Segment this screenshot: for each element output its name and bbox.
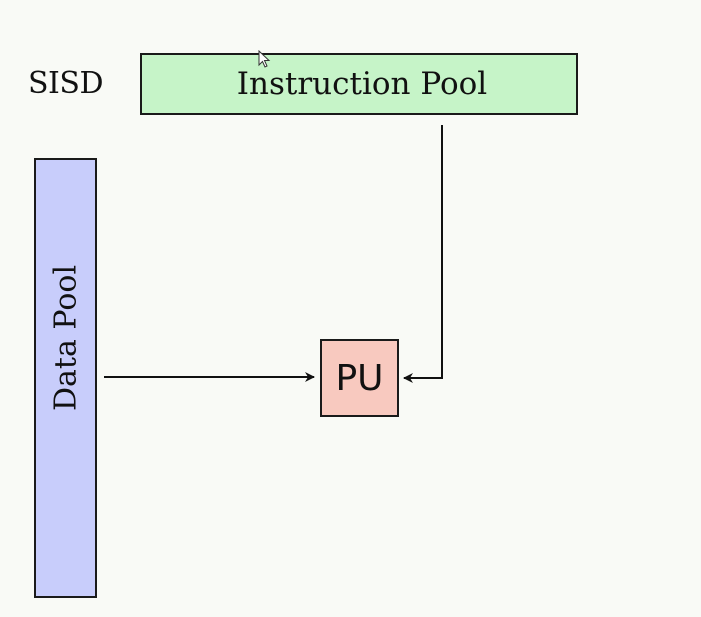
data-pool-box: Data Pool (34, 158, 97, 598)
mouse-cursor-icon (258, 50, 271, 68)
processing-unit-label: PU (335, 357, 384, 399)
instruction-pool-box: Instruction Pool (140, 53, 578, 115)
instruction-to-pu-arrow (403, 125, 443, 383)
instruction-pool-label: Instruction Pool (236, 66, 488, 102)
processing-unit-box: PU (320, 339, 399, 417)
diagram-title: SISD (28, 66, 104, 101)
